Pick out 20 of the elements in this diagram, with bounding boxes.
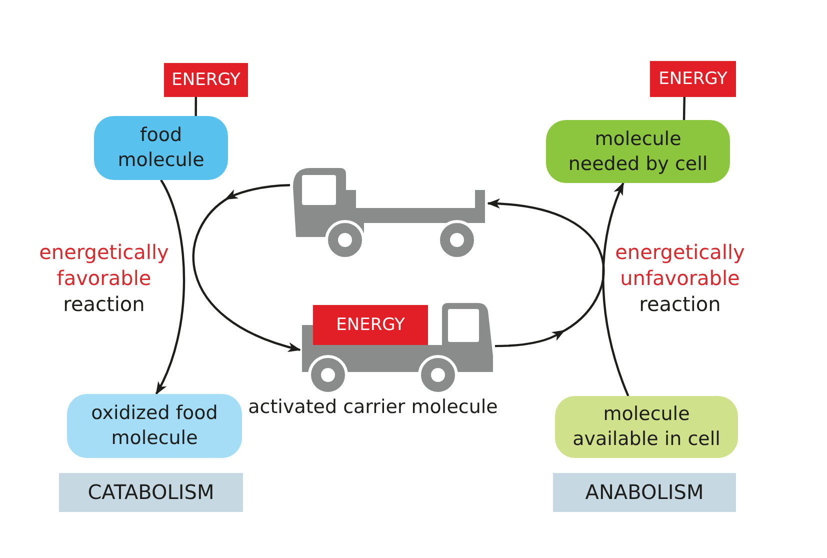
arrow	[602, 182, 630, 396]
molecule-box: oxidized food molecule	[67, 394, 242, 458]
reaction-label: energetically favorable	[38, 239, 170, 291]
reaction-label: energetically unfavorable	[614, 239, 746, 291]
connector-line	[682, 96, 686, 120]
molecule-box: molecule needed by cell	[546, 120, 730, 183]
arrow	[487, 198, 605, 348]
molecule-box: food molecule	[94, 116, 228, 180]
label-box: ENERGY	[164, 63, 248, 97]
label-box: ENERGY	[313, 305, 428, 345]
arrow	[192, 184, 301, 352]
heading-bar: CATABOLISM	[59, 473, 243, 512]
heading-bar: ANABOLISM	[553, 473, 736, 512]
caption-text: activated carrier molecule	[247, 395, 499, 420]
reaction-label: reaction	[638, 291, 722, 317]
molecule-box: molecule available in cell	[555, 396, 738, 458]
label-box: ENERGY	[650, 61, 736, 97]
connector-line	[194, 97, 198, 116]
reaction-label: reaction	[62, 291, 146, 317]
arrow	[155, 179, 186, 395]
